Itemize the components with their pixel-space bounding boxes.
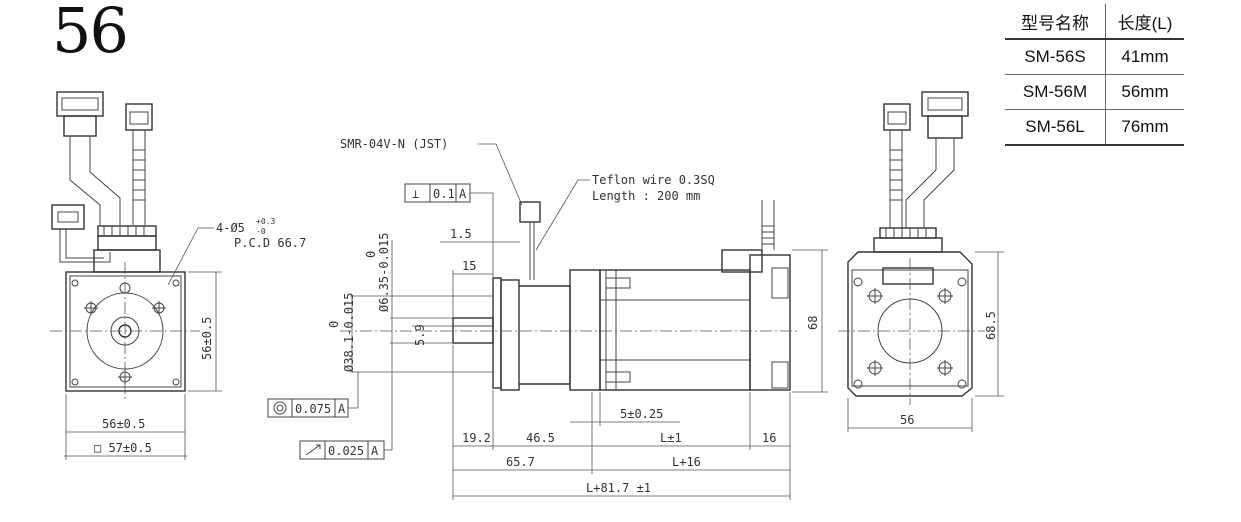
side-shaft	[452, 317, 494, 344]
concentricity-frame: 0.075 A	[267, 372, 359, 418]
pilot-diameter: Ø38.1-0.015	[342, 293, 356, 372]
table-header-length: 长度(L)	[1105, 4, 1184, 40]
hole-spec-label: 4-Ø5	[216, 221, 245, 235]
length-spec-table: 型号名称 长度(L) SM-56S 41mm SM-56M 56mm SM-56…	[1005, 4, 1184, 146]
rear-cable-assembly	[873, 91, 969, 253]
table-cell-model: SM-56L	[1005, 109, 1106, 146]
pcd-label: P.C.D 66.7	[234, 236, 306, 250]
table-cell-length: 41mm	[1105, 39, 1184, 75]
table-row: SM-56S 41mm	[1005, 39, 1184, 75]
dim-flat-5-9: 5.9	[413, 324, 427, 346]
rear-cap-outline	[847, 251, 973, 397]
page-title: 56	[52, 0, 129, 67]
dim-5-025: 5±0.25	[620, 407, 663, 421]
dim-56-rear: 56	[900, 413, 914, 427]
table-row: SM-56M 56mm	[1005, 74, 1184, 110]
dim-16: 16	[762, 431, 776, 445]
table-header-model: 型号名称	[1005, 4, 1106, 40]
runout-datum: A	[371, 444, 379, 458]
perpendicularity-frame: ⊥ 0.1 A	[404, 183, 494, 278]
dim-65-7: 65.7	[506, 455, 535, 469]
shaft-diameter-top: 0	[364, 251, 378, 258]
connector-label: SMR-04V-N (JST)	[340, 137, 448, 151]
dim-46-5: 46.5	[526, 431, 555, 445]
shaft-diameter: Ø6.35-0.015	[377, 233, 391, 312]
rear-mounting-holes	[853, 277, 967, 389]
dim-L1: L±1	[660, 431, 682, 445]
wire-label-line2: Length : 200 mm	[592, 189, 700, 203]
table-cell-model: SM-56S	[1005, 39, 1106, 75]
table-cell-model: SM-56M	[1005, 74, 1106, 110]
table-cell-length: 76mm	[1105, 109, 1184, 146]
dim-68: 68	[806, 316, 820, 330]
runout-value: 0.025	[328, 444, 364, 458]
perp-value: 0.1	[433, 187, 455, 201]
table-header-row: 型号名称 长度(L)	[1005, 4, 1184, 40]
table-cell-length: 56mm	[1105, 74, 1184, 110]
pilot-diameter-top: 0	[327, 321, 341, 328]
dim-1-5: 1.5	[450, 227, 472, 241]
front-flange-outline	[65, 271, 186, 392]
conc-value: 0.075	[295, 402, 331, 416]
side-connector	[519, 201, 541, 223]
hole-tol-upper: +0.3	[256, 217, 275, 226]
front-view: 4-Ø5 +0.3 -0 P.C.D 66.7 56±0.5 56±0.5 □ …	[50, 91, 306, 460]
side-view: SMR-04V-N (JST) Teflon wire 0.3SQ Length…	[267, 137, 828, 500]
conc-datum: A	[338, 402, 346, 416]
dim-56-horizontal: 56±0.5	[102, 417, 145, 431]
rear-view: 68.5 56	[838, 91, 1004, 432]
dim-56-vertical: 56±0.5	[200, 317, 214, 360]
perp-datum: A	[459, 187, 467, 201]
dim-L16: L+16	[672, 455, 701, 469]
perp-symbol: ⊥	[412, 187, 419, 201]
dim-15: 15	[462, 259, 476, 273]
hole-tol-lower: -0	[256, 227, 266, 236]
dim-68-5: 68.5	[984, 311, 998, 340]
wire-label-line1: Teflon wire 0.3SQ	[592, 173, 715, 187]
dim-total: L+81.7 ±1	[586, 481, 651, 495]
dim-19-2: 19.2	[462, 431, 491, 445]
table-row: SM-56L 76mm	[1005, 109, 1184, 146]
runout-frame: 0.025 A	[299, 343, 393, 460]
dim-57-square: □ 57±0.5	[94, 441, 152, 455]
front-cable-assembly	[51, 91, 161, 273]
